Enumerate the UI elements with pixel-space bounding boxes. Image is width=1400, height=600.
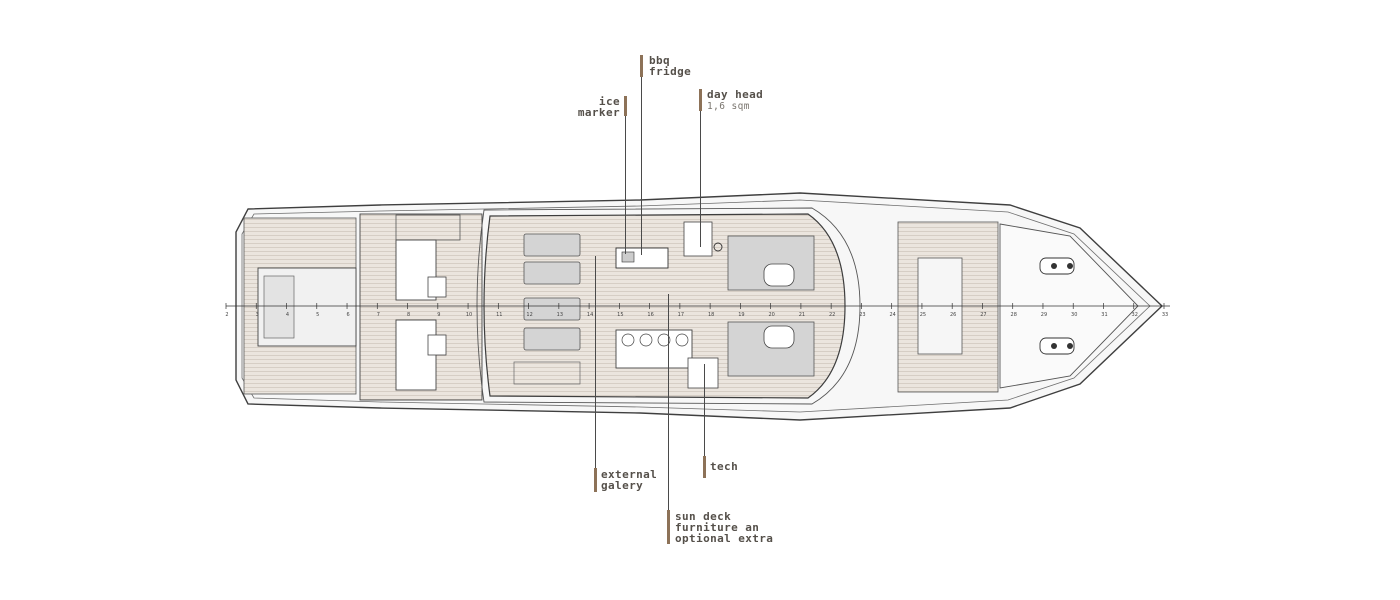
label-day-head-area: 1,6 sqm xyxy=(707,101,750,112)
bbq-leader xyxy=(641,77,642,255)
label-galery: galery xyxy=(601,479,644,492)
callout-ice-marker: ice marker xyxy=(560,96,620,118)
label-marker: marker xyxy=(577,106,620,119)
frame-number: 29 xyxy=(1041,312,1047,318)
frame-number: 24 xyxy=(889,312,895,318)
external-galery-leader xyxy=(595,256,596,470)
sun-deck-marker xyxy=(667,510,670,544)
aft-sun-stair xyxy=(513,361,581,385)
label-day-head: day head xyxy=(707,88,764,101)
label-bbq: bbq xyxy=(649,54,671,67)
label-optional-extra: optional extra xyxy=(675,532,774,545)
day-head-room xyxy=(683,221,713,257)
frame-number: 21 xyxy=(799,312,805,318)
frame-number: 25 xyxy=(920,312,926,318)
label-furniture: furniture an xyxy=(675,521,760,534)
frame-number: 26 xyxy=(950,312,956,318)
frame-number: 12 xyxy=(526,312,532,318)
frame-number: 19 xyxy=(738,312,744,318)
callout-sun-deck: sun deck furniture an optional extra xyxy=(675,511,773,544)
label-ice: ice xyxy=(598,95,620,108)
frame-number: 22 xyxy=(829,312,835,318)
callout-tech: tech xyxy=(710,461,738,472)
forward-table-bottom xyxy=(763,325,795,349)
aft-stair xyxy=(395,214,461,241)
frame-number: 30 xyxy=(1071,312,1077,318)
day-head-toilet xyxy=(713,242,723,252)
frame-number: 23 xyxy=(859,312,865,318)
frame-number: 20 xyxy=(768,312,774,318)
aft-garage-inner xyxy=(263,275,295,339)
dining-chairs xyxy=(621,333,689,347)
callout-day-head: day head 1,6 sqm xyxy=(707,89,763,112)
bbq-grill xyxy=(621,251,635,263)
frame-number: 9 xyxy=(437,312,440,318)
external-galery-marker xyxy=(594,468,597,492)
frame-number: 33 xyxy=(1162,312,1168,318)
frame-number: 5 xyxy=(316,312,319,318)
anchor-windlass-port xyxy=(1039,257,1075,275)
label-external: external xyxy=(601,468,658,481)
label-sun-deck: sun deck xyxy=(675,510,732,523)
frame-number: 8 xyxy=(407,312,410,318)
frame-number: 7 xyxy=(377,312,380,318)
frame-number: 14 xyxy=(587,312,593,318)
frame-number: 10 xyxy=(466,312,472,318)
aft-table-bottom xyxy=(427,334,447,356)
label-fridge: fridge xyxy=(649,65,692,78)
day-head-marker xyxy=(699,89,702,111)
sun-deck-leader xyxy=(668,294,669,512)
callout-bbq-fridge: bbq fridge xyxy=(649,55,691,77)
ice-leader xyxy=(625,116,626,254)
frame-number: 4 xyxy=(286,312,289,318)
callout-external-galery: external galery xyxy=(601,469,657,491)
frame-number: 32 xyxy=(1132,312,1138,318)
frame-number: 3 xyxy=(256,312,259,318)
aft-table-top xyxy=(427,276,447,298)
forward-table-top xyxy=(763,263,795,287)
frame-number: 15 xyxy=(617,312,623,318)
frame-number: 18 xyxy=(708,312,714,318)
frame-ticks xyxy=(225,303,1165,309)
frame-number: 28 xyxy=(1011,312,1017,318)
frame-number: 31 xyxy=(1101,312,1107,318)
tech-marker xyxy=(703,456,706,478)
frame-number: 11 xyxy=(496,312,502,318)
frame-number: 6 xyxy=(346,312,349,318)
day-head-leader xyxy=(700,111,701,247)
frame-number: 2 xyxy=(225,312,228,318)
sun-loungers xyxy=(523,233,581,351)
tech-room xyxy=(687,357,719,389)
ice-marker-bar xyxy=(624,96,627,116)
bbq-marker xyxy=(640,55,643,77)
tech-leader xyxy=(704,364,705,460)
frame-number: 16 xyxy=(647,312,653,318)
frame-number: 13 xyxy=(557,312,563,318)
frame-number: 17 xyxy=(678,312,684,318)
anchor-windlass-starboard xyxy=(1039,337,1075,355)
frame-number: 27 xyxy=(980,312,986,318)
sun-deck-rail xyxy=(476,207,861,405)
label-tech: tech xyxy=(710,460,739,473)
